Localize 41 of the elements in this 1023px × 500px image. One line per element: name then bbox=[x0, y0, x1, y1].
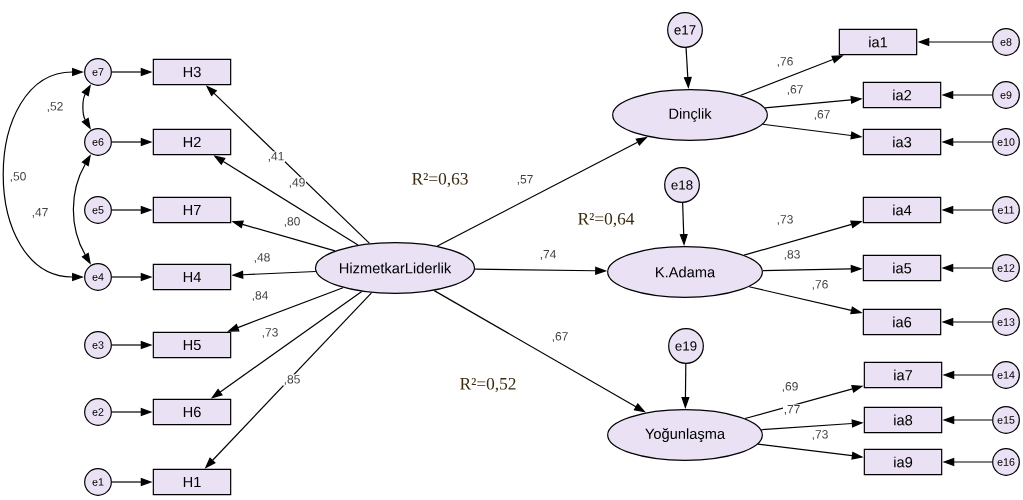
edge-label: ,67 bbox=[813, 109, 831, 121]
indicator-box: ia2 bbox=[862, 81, 942, 109]
indicator-box: ia4 bbox=[862, 196, 942, 224]
indicator-box: ia6 bbox=[862, 308, 942, 336]
indicator-box: ia3 bbox=[862, 128, 942, 156]
edge-label: ,76 bbox=[811, 279, 829, 291]
edge-label: ,69 bbox=[781, 381, 799, 393]
edge-label: ,67 bbox=[551, 331, 569, 343]
edge-label: ,77 bbox=[783, 404, 801, 416]
edge-label: ,73 bbox=[811, 429, 829, 441]
edge-label: ,85 bbox=[283, 374, 301, 386]
indicator-box: H1 bbox=[152, 468, 232, 496]
edge-label: ,41 bbox=[267, 151, 285, 163]
r-squared-label: R²=0,64 bbox=[578, 212, 635, 228]
r-squared-label: R²=0,52 bbox=[460, 377, 516, 393]
edge-label: ,67 bbox=[786, 84, 804, 96]
indicator-box: H2 bbox=[152, 128, 232, 156]
indicator-box: ia8 bbox=[863, 406, 943, 434]
indicator-box: ia5 bbox=[862, 254, 942, 282]
r-squared-label: R²=0,63 bbox=[412, 172, 468, 188]
edge-label: ,74 bbox=[539, 249, 557, 261]
edge-label: ,73 bbox=[261, 327, 279, 339]
edge-label: ,80 bbox=[283, 216, 301, 228]
edge-label: ,50 bbox=[9, 171, 27, 183]
indicator-box: H6 bbox=[152, 398, 232, 426]
edge-label: ,73 bbox=[776, 214, 794, 226]
indicator-box: H3 bbox=[152, 58, 232, 86]
indicator-box: ia7 bbox=[863, 361, 943, 389]
indicator-box: H7 bbox=[152, 196, 232, 224]
indicator-box: ia1 bbox=[838, 28, 918, 56]
edge-label: ,83 bbox=[783, 249, 801, 261]
indicator-box: ia9 bbox=[863, 448, 943, 476]
edge-label: ,84 bbox=[251, 290, 269, 302]
edge-label: ,49 bbox=[288, 177, 306, 189]
edge-label: ,52 bbox=[46, 101, 64, 113]
edge-label: ,48 bbox=[253, 252, 271, 264]
edge-label: ,76 bbox=[776, 56, 794, 68]
edge-label: ,47 bbox=[31, 207, 49, 219]
indicator-box: H4 bbox=[152, 263, 232, 291]
indicator-box: H5 bbox=[152, 331, 232, 359]
edge-label: ,57 bbox=[516, 174, 534, 186]
